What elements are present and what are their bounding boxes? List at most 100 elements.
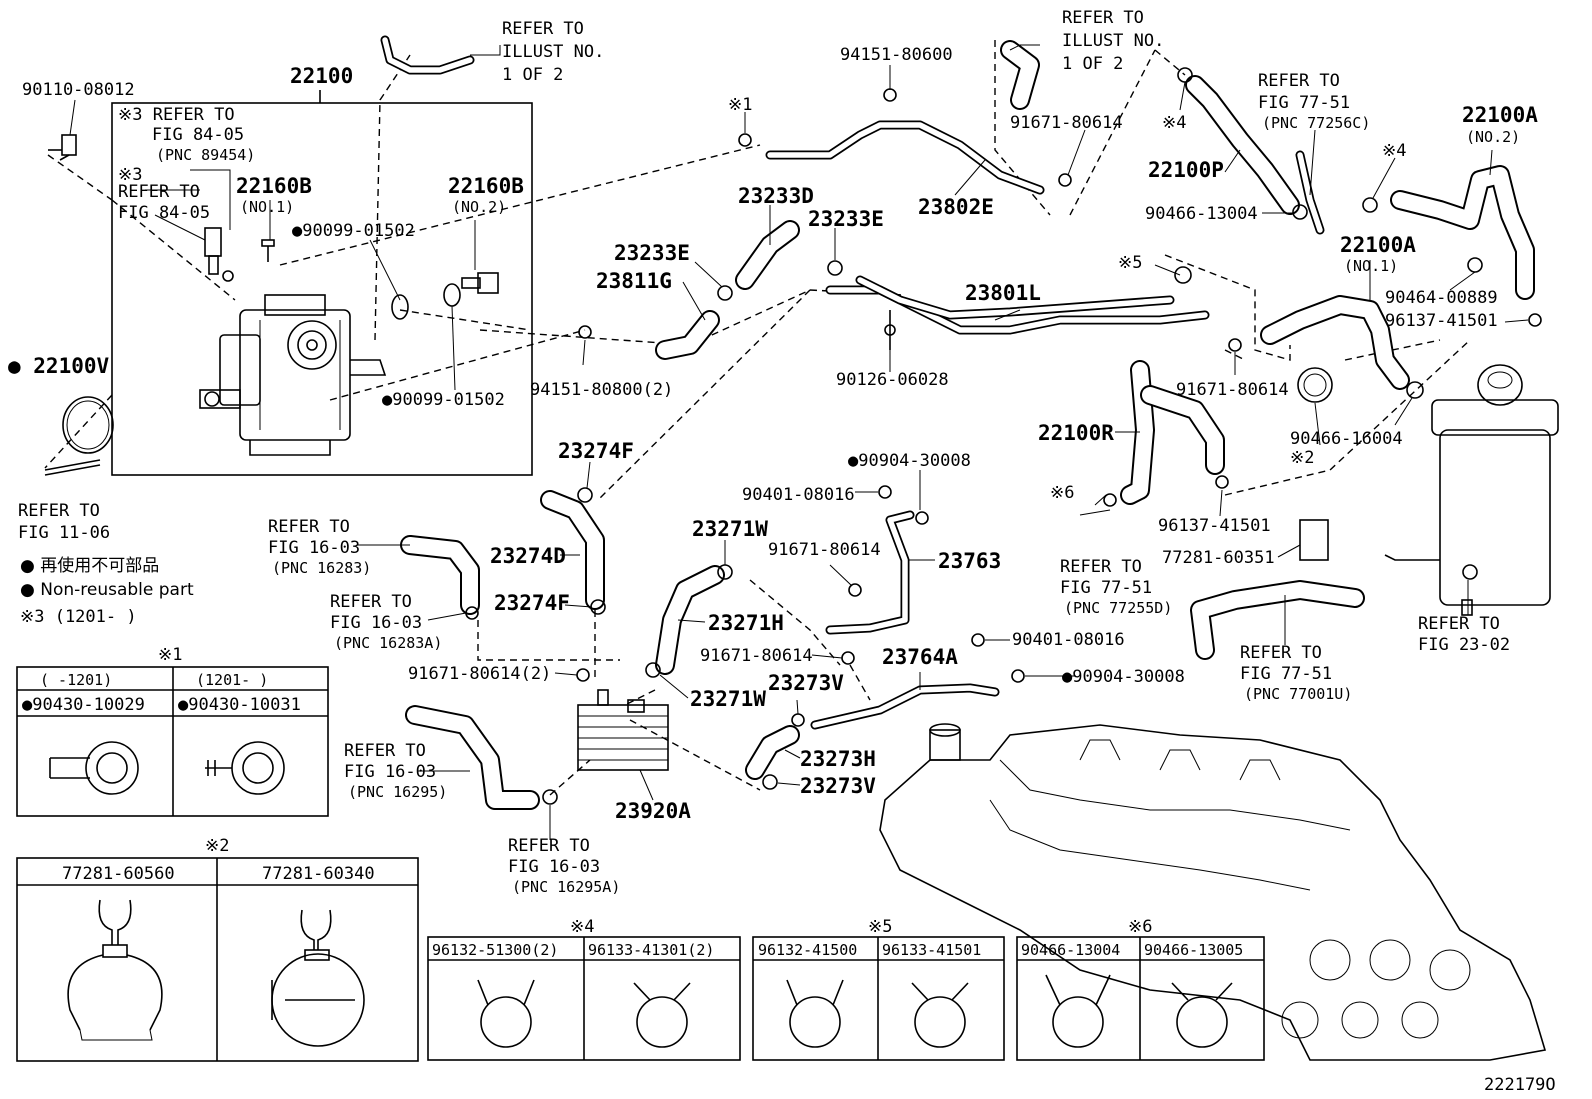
o-ring-22100v[interactable]	[62, 396, 114, 454]
part-label: 23274F	[494, 591, 570, 615]
clamp-x5[interactable]	[1174, 266, 1192, 284]
clamp-77281-60351[interactable]	[1299, 519, 1329, 561]
part-label: 91671-80614	[700, 646, 813, 666]
fuel-lines	[380, 35, 1325, 730]
part-label: 91671-80614(2)	[408, 664, 551, 684]
clip-icon	[49, 741, 139, 795]
reference-label: FIG 16-03	[344, 762, 436, 782]
hose-clamp-icon	[67, 899, 163, 1041]
bolt-91671-d[interactable]	[576, 668, 590, 682]
reference-label: (PNC 16283A)	[334, 634, 442, 652]
part-label: ●90904-30008	[848, 451, 971, 471]
fuel-filter[interactable]	[1384, 364, 1559, 616]
part-label: 23271H	[708, 611, 784, 635]
bolt-90401-a[interactable]	[878, 485, 892, 499]
part-label: ●90099-01502	[292, 221, 415, 241]
part-label: 23274F	[558, 439, 634, 463]
gasket-b[interactable]	[443, 283, 461, 307]
clamp-23233e-a[interactable]	[717, 285, 733, 301]
bolt-91671-b[interactable]	[1228, 338, 1242, 352]
part-label: 91671-80614	[1010, 113, 1123, 133]
bolt-90401-b[interactable]	[971, 633, 985, 647]
reference-label: FIG 84-05	[152, 125, 244, 145]
union-bolt-no2[interactable]	[461, 272, 499, 294]
table-cell: 96132-41500	[758, 941, 857, 959]
reference-label: 1 OF 2	[502, 65, 563, 85]
wire-clamp-icon	[1045, 974, 1111, 1048]
bolt-90110[interactable]	[48, 134, 77, 161]
table-cell: 96132-51300(2)	[432, 941, 558, 959]
clamp-23271w-b[interactable]	[645, 662, 661, 678]
part-label: 23271W	[692, 517, 768, 541]
part-label: 23811G	[596, 269, 672, 293]
reference-label: ILLUST NO.	[502, 42, 604, 62]
table-header: ( -1201)	[40, 671, 112, 689]
clamp-90466-16004[interactable]	[1406, 381, 1424, 399]
clamp-96137-b[interactable]	[1215, 475, 1229, 489]
part-label: 23233E	[614, 241, 690, 265]
engine-block	[879, 723, 1547, 1061]
gasket-a[interactable]	[391, 294, 409, 320]
table-x6: ※6 90466-13004 90466-13005	[1016, 917, 1265, 1061]
reference-label: (PNC 16283)	[272, 559, 371, 577]
reference-label: REFER TO	[330, 592, 412, 612]
reference-label: REFER TO	[118, 182, 200, 202]
mark-label: ※4	[1162, 113, 1186, 133]
bolt-91671-e[interactable]	[841, 651, 855, 665]
clamp-x6[interactable]	[1103, 493, 1117, 507]
clip-90464[interactable]	[1467, 257, 1483, 273]
clamp-x4b[interactable]	[1362, 197, 1378, 213]
bolt-91671-c[interactable]	[848, 583, 862, 597]
reference-label: REFER TO	[344, 741, 426, 761]
clamp-96137-a[interactable]	[1528, 313, 1542, 327]
connector-2302[interactable]	[1462, 564, 1478, 580]
part-label: 91671-80614	[768, 540, 881, 560]
nut-94151-80800[interactable]	[578, 325, 592, 339]
gasket-90904-b[interactable]	[1011, 669, 1025, 683]
part-label: 23801L	[965, 281, 1041, 305]
reference-label: REFER TO	[1062, 8, 1144, 28]
part-label: 94151-80800(2)	[530, 380, 673, 400]
reference-label: REFER TO	[508, 836, 590, 856]
clamp-16295a[interactable]	[542, 789, 558, 805]
part-label: 90466-13004	[1145, 204, 1258, 224]
part-label: 90466-16004	[1290, 429, 1403, 449]
part-label: 22160B	[236, 174, 312, 198]
clamp-23273v-b[interactable]	[762, 774, 778, 790]
table-cell: 90466-13005	[1144, 941, 1243, 959]
fuel-pipe-23763[interactable]	[825, 510, 915, 635]
legend: ● 再使用不可部品 ● Non-reusable part ※3 (1201- …	[20, 555, 194, 627]
reference-label: (PNC 77256C)	[1262, 114, 1370, 132]
reference-label: FIG 77-51	[1060, 578, 1152, 598]
table-mark: ※6	[1128, 917, 1152, 937]
reference-label: REFER TO	[1240, 643, 1322, 663]
clamp-23274f-a[interactable]	[577, 487, 593, 503]
gasket-90904-a[interactable]	[915, 511, 929, 525]
part-label: (NO.1)	[240, 198, 294, 216]
union-bolt-no1[interactable]	[261, 239, 275, 262]
table-mark: ※5	[868, 917, 892, 937]
part-label: ●90904-30008	[1062, 667, 1185, 687]
table-x1: ※1 ( -1201) (1201- ) ●90430-10029 ●90430…	[16, 645, 329, 817]
clamp-x2[interactable]	[1297, 367, 1333, 403]
part-label: 23273H	[800, 747, 876, 771]
part-label: (NO.2)	[452, 198, 506, 216]
pressure-sensor[interactable]	[204, 227, 234, 282]
clamps	[465, 67, 1542, 805]
oil-cooler-23920a[interactable]	[577, 689, 669, 771]
stud-bolt[interactable]	[44, 459, 101, 471]
bolt-91671-a[interactable]	[1058, 173, 1072, 187]
clamp-x1[interactable]	[738, 133, 752, 147]
nut-94151-80600[interactable]	[883, 88, 897, 102]
fuel-supply-pump[interactable]	[199, 294, 387, 456]
reference-label: (PNC 77001U)	[1244, 685, 1352, 703]
clamp-23273v-a[interactable]	[791, 713, 805, 727]
part-label: 22100A	[1340, 233, 1416, 257]
mark-label: ※5	[1118, 253, 1142, 273]
clamp-90466-13004[interactable]	[1292, 204, 1308, 220]
reference-label: FIG 84-05	[118, 203, 210, 223]
clamp-23233e-b[interactable]	[827, 260, 843, 276]
reference-label: ILLUST NO.	[1062, 31, 1164, 51]
reference-label: ※3	[118, 165, 142, 185]
table-cell: ●90430-10031	[178, 695, 301, 715]
